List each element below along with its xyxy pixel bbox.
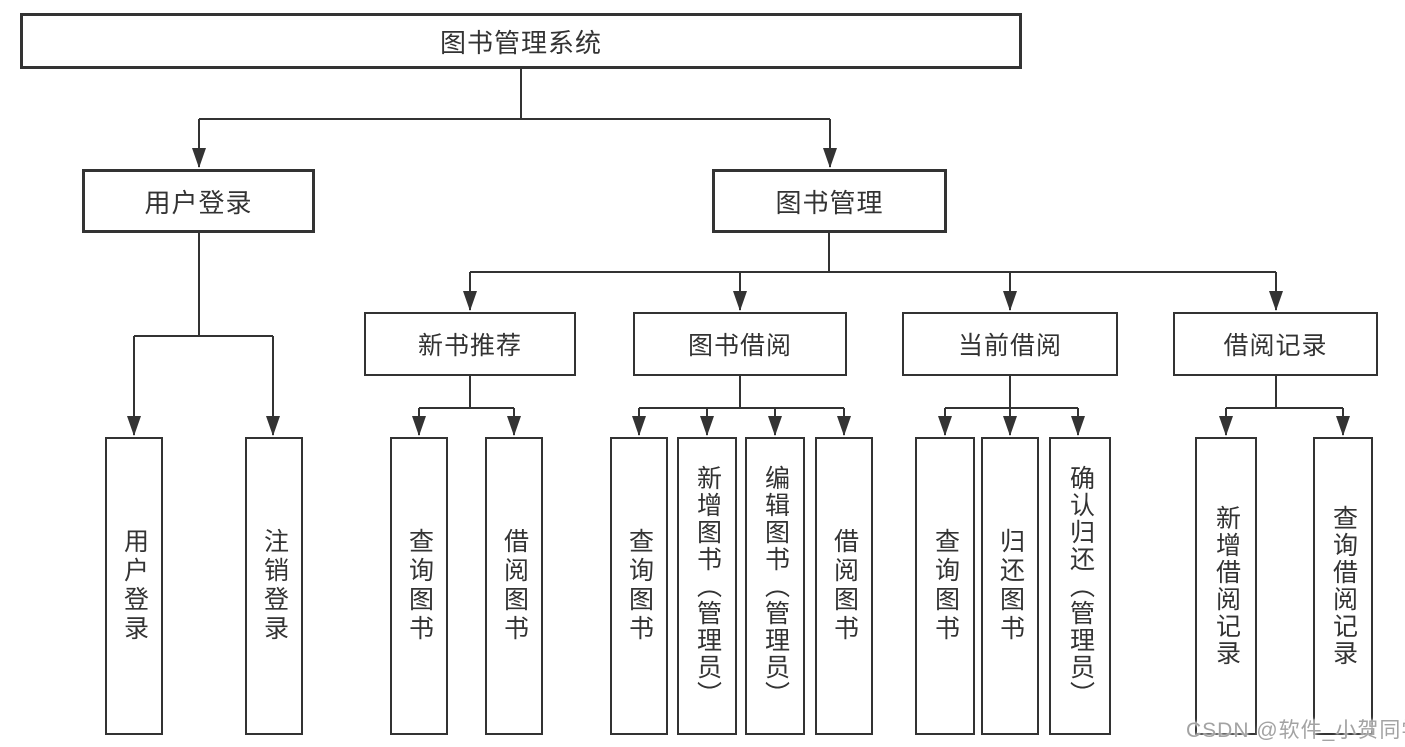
leaf-borrow-books: 借阅图书 [815, 437, 873, 735]
leaf-query-books-recommend: 查询图书 [390, 437, 448, 735]
node-borrow-records: 借阅记录 [1173, 312, 1378, 376]
node-book-borrow: 图书借阅 [633, 312, 847, 376]
leaf-query-books-current: 查询图书 [915, 437, 975, 735]
leaf-query-borrow-record: 查询借阅记录 [1313, 437, 1373, 735]
node-current-borrow: 当前借阅 [902, 312, 1118, 376]
leaf-return-books: 归还图书 [981, 437, 1039, 735]
leaf-borrow-books-recommend: 借阅图书 [485, 437, 543, 735]
leaf-user-login: 用户登录 [105, 437, 163, 735]
watermark: CSDN @软件_小贺同学 [1186, 719, 1405, 742]
node-book-management: 图书管理 [712, 169, 947, 233]
leaf-confirm-return-admin: 确认归还（管理员） [1049, 437, 1111, 735]
leaf-query-books-borrow: 查询图书 [610, 437, 668, 735]
leaf-add-book-admin: 新增图书（管理员） [677, 437, 737, 735]
leaf-logout: 注销登录 [245, 437, 303, 735]
leaf-edit-book-admin: 编辑图书（管理员） [745, 437, 805, 735]
node-new-book-recommend: 新书推荐 [364, 312, 576, 376]
node-user-login: 用户登录 [82, 169, 315, 233]
node-root-system: 图书管理系统 [20, 13, 1022, 69]
leaf-add-borrow-record: 新增借阅记录 [1195, 437, 1257, 735]
